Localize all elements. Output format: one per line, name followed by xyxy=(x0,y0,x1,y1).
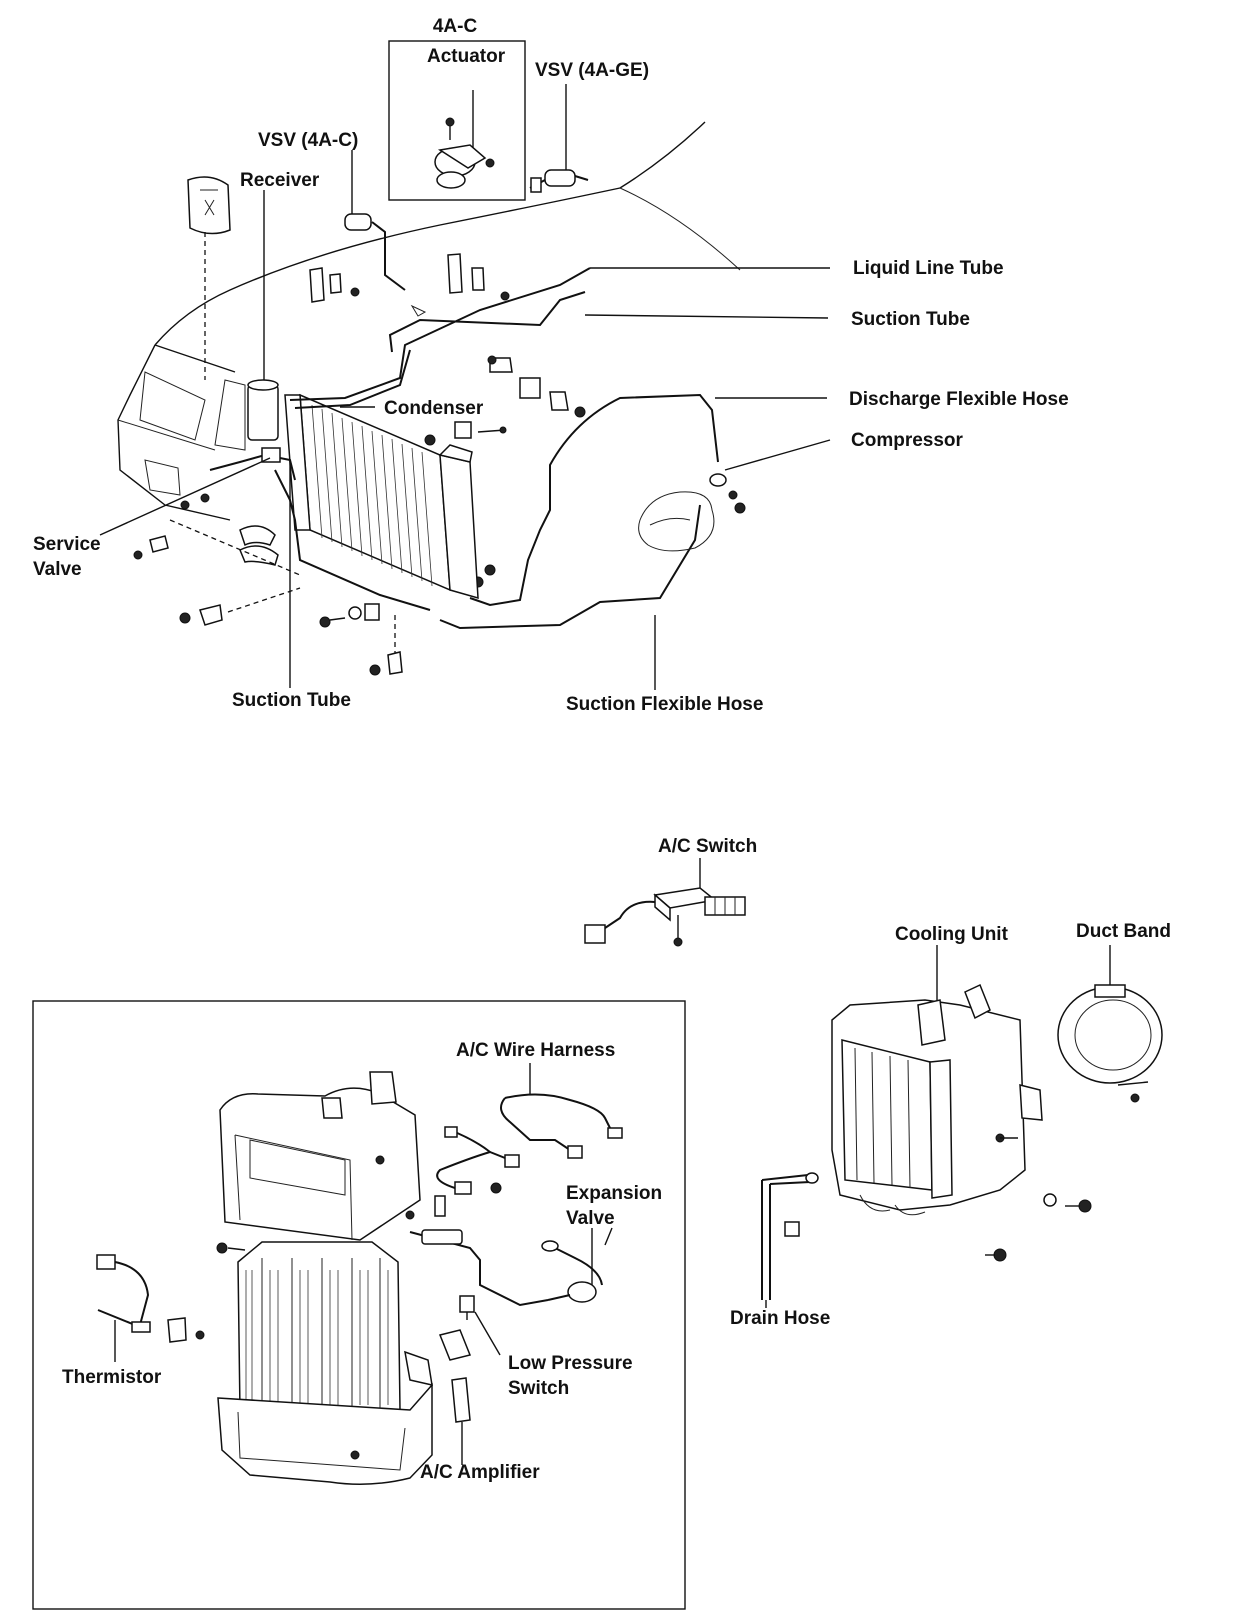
leader-lines-lower xyxy=(604,1227,613,1246)
evaporator-upper-case xyxy=(219,1071,421,1241)
receiver-part xyxy=(214,190,279,451)
label-cooling-unit: Cooling Unit xyxy=(895,924,1008,945)
label-vsv-4ac: VSV (4A-C) xyxy=(258,130,359,151)
refrigerant-lines xyxy=(209,267,719,630)
label-vsv-4age: VSV (4A-GE) xyxy=(535,60,650,81)
actuator-part xyxy=(434,90,495,189)
expansion-valve-part xyxy=(409,1228,603,1307)
actuator-inset-box xyxy=(388,40,526,201)
mounting-hardware-lower xyxy=(784,1193,1092,1262)
low-pressure-switch-part xyxy=(459,1295,501,1356)
thermistor-part xyxy=(96,1254,205,1362)
evaporator-core xyxy=(216,1241,401,1413)
vsv-4ac-part xyxy=(344,150,427,317)
service-valve-part xyxy=(261,447,281,463)
label-suction-tube-top: Suction Tube xyxy=(851,309,970,330)
label-receiver: Receiver xyxy=(240,170,320,191)
evaporator-inset-box xyxy=(32,1000,686,1610)
bracket-part-top-left xyxy=(187,176,231,380)
label-suction-tube-bottom: Suction Tube xyxy=(232,690,351,711)
label-compressor: Compressor xyxy=(851,430,963,451)
compressor-part xyxy=(638,473,727,552)
leader-lines-upper xyxy=(99,267,831,690)
vsv-4age-part xyxy=(529,84,589,193)
label-actuator: Actuator xyxy=(427,46,506,67)
label-discharge-flexible-hose: Discharge Flexible Hose xyxy=(849,389,1069,410)
evaporator-lower-case xyxy=(217,1350,433,1485)
duct-band-part xyxy=(1057,945,1163,1103)
cooling-unit-part xyxy=(831,945,1043,1216)
ac-switch-part xyxy=(584,858,746,947)
ac-amplifier-part xyxy=(438,1329,472,1465)
label-low-pressure-switch: Low Pressure Switch xyxy=(508,1353,633,1399)
ac-wire-harness-part xyxy=(434,1063,623,1217)
label-service-valve: Service Valve xyxy=(33,534,101,580)
actuator-box-title: 4A-C xyxy=(432,16,478,37)
label-ac-amplifier: A/C Amplifier xyxy=(420,1462,540,1483)
vehicle-body-outline xyxy=(117,121,741,521)
label-liquid-line-tube: Liquid Line Tube xyxy=(853,258,1004,279)
condenser-part xyxy=(284,393,479,600)
label-ac-switch: A/C Switch xyxy=(658,836,758,857)
label-expansion-valve: Expansion Valve xyxy=(566,1183,663,1229)
label-condenser: Condenser xyxy=(384,398,484,419)
drain-hose-part xyxy=(761,1172,819,1308)
label-duct-band: Duct Band xyxy=(1076,921,1171,942)
label-thermistor: Thermistor xyxy=(62,1367,162,1388)
label-ac-wire-harness: A/C Wire Harness xyxy=(456,1040,616,1061)
label-drain-hose: Drain Hose xyxy=(730,1308,831,1329)
label-suction-flexible-hose: Suction Flexible Hose xyxy=(566,694,764,715)
